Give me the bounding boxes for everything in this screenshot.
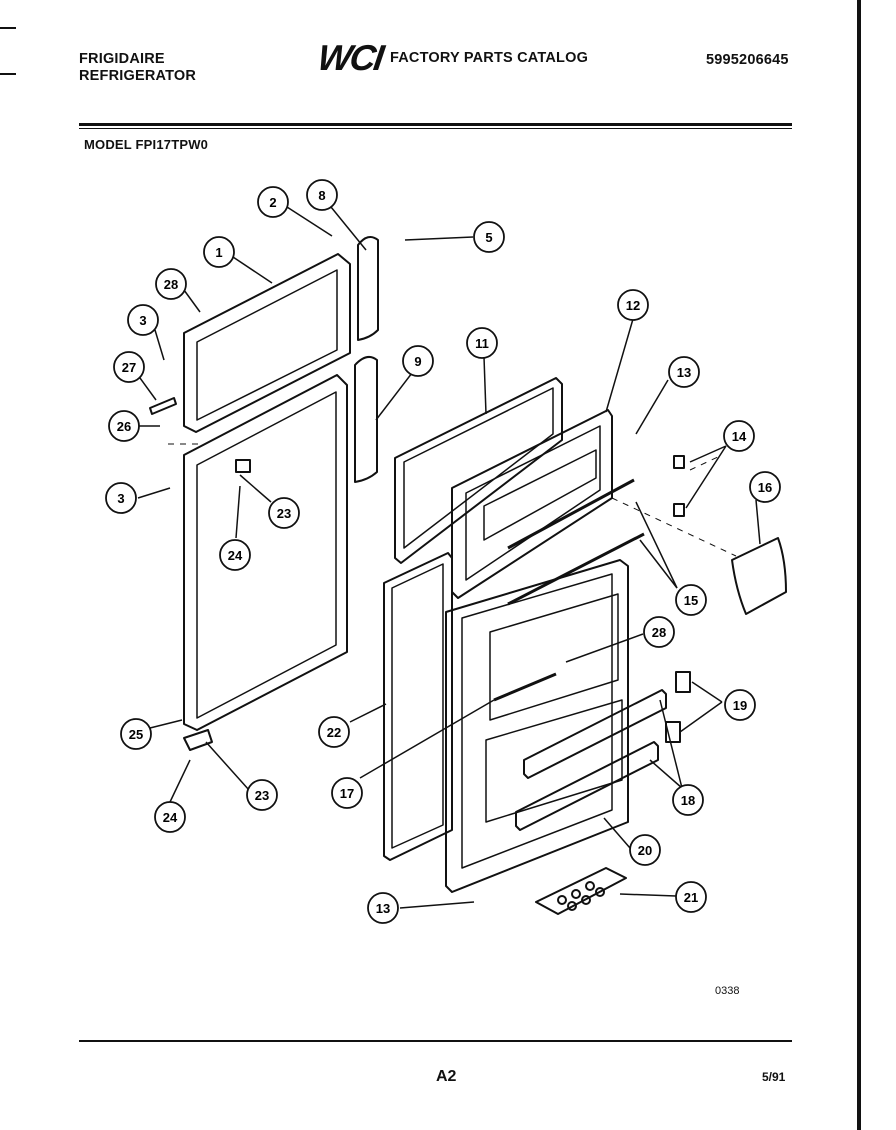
callout-23: 23 [268, 497, 300, 529]
fresh-food-door [183, 374, 348, 731]
svg-text:28: 28 [164, 277, 178, 292]
svg-text:11: 11 [475, 336, 489, 351]
product-type: REFRIGERATOR [79, 68, 197, 84]
freezer-door [183, 253, 351, 433]
svg-text:13: 13 [677, 365, 691, 380]
callout-14: 14 [723, 420, 755, 452]
callout-19: 19 [724, 689, 756, 721]
svg-text:22: 22 [327, 725, 341, 740]
callout-22: 22 [318, 716, 350, 748]
scan-tick [0, 27, 16, 29]
catalog-heading: WCI FACTORY PARTS CATALOG [315, 37, 589, 78]
fresh-food-door-liner [445, 532, 645, 893]
callout-26: 26 [108, 410, 140, 442]
svg-text:19: 19 [733, 698, 747, 713]
svg-text:12: 12 [626, 298, 640, 313]
freezer-gasket [394, 377, 563, 564]
callout-9: 9 [402, 345, 434, 377]
fresh-food-gasket [383, 552, 453, 861]
svg-text:20: 20 [638, 843, 652, 858]
svg-text:3: 3 [117, 491, 124, 506]
svg-text:23: 23 [277, 506, 291, 521]
brand-block: FRIGIDAIRE REFRIGERATOR [79, 51, 196, 85]
dairy-door-cover [731, 537, 787, 615]
bracket-upper [673, 455, 685, 469]
callout-27: 27 [113, 351, 145, 383]
callout-8: 8 [306, 179, 338, 211]
svg-text:27: 27 [122, 360, 136, 375]
door-shelf-rail-lower [515, 741, 659, 831]
lower-hinge [183, 729, 213, 751]
page-number: A2 [436, 1068, 457, 1085]
svg-text:3: 3 [139, 313, 146, 328]
callout-2: 2 [257, 186, 289, 218]
scan-tick [0, 73, 16, 75]
hinge-cover [149, 397, 177, 415]
upper-hinge [235, 459, 251, 473]
callout-16: 16 [749, 471, 781, 503]
scan-edge [857, 0, 861, 1130]
callout-3: 3 [127, 304, 159, 336]
part-number: 5995206645 [706, 52, 789, 68]
svg-text:5: 5 [485, 230, 492, 245]
svg-text:1: 1 [215, 245, 222, 260]
svg-text:15: 15 [684, 593, 698, 608]
callout-17: 17 [331, 777, 363, 809]
callout-13-lower: 13 [367, 892, 399, 924]
svg-text:26: 26 [117, 419, 131, 434]
callout-20: 20 [629, 834, 661, 866]
svg-text:24: 24 [228, 548, 243, 563]
svg-text:21: 21 [684, 890, 698, 905]
bracket-lower [673, 503, 685, 517]
callout-18: 18 [672, 784, 704, 816]
handle-lower [354, 355, 378, 483]
svg-text:25: 25 [129, 727, 143, 742]
publish-date: 5/91 [762, 1070, 786, 1084]
svg-text:9: 9 [414, 354, 421, 369]
drawing-code: 0338 [715, 985, 740, 997]
shelf-clip-upper [675, 671, 691, 693]
callout-25: 25 [120, 718, 152, 750]
svg-text:17: 17 [340, 786, 354, 801]
svg-text:8: 8 [318, 188, 325, 203]
egg-tray [535, 867, 627, 915]
callout-5: 5 [473, 221, 505, 253]
header-rule [79, 123, 792, 126]
svg-text:14: 14 [732, 429, 747, 444]
svg-text:24: 24 [163, 810, 178, 825]
callout-24: 24 [219, 539, 251, 571]
callout-1: 1 [203, 236, 235, 268]
callout-11: 11 [466, 327, 498, 359]
callout-3-lower: 3 [105, 482, 137, 514]
callout-15: 15 [675, 584, 707, 616]
callout-28: 28 [155, 268, 187, 300]
header-rule-thin [79, 128, 792, 129]
svg-text:28: 28 [652, 625, 666, 640]
brand-name: FRIGIDAIRE [79, 51, 165, 67]
handle-upper [357, 235, 379, 341]
callout-list: 1 2 3 3 5 8 9 11 12 13 13 14 15 16 17 18… [105, 179, 781, 924]
svg-text:18: 18 [681, 793, 695, 808]
callout-12: 12 [617, 289, 649, 321]
svg-text:13: 13 [376, 901, 390, 916]
footer-rule [79, 1040, 792, 1042]
callout-13: 13 [668, 356, 700, 388]
callout-24-lower: 24 [154, 801, 186, 833]
callout-21: 21 [675, 881, 707, 913]
svg-text:16: 16 [758, 480, 772, 495]
callout-23-lower: 23 [246, 779, 278, 811]
catalog-title: FACTORY PARTS CATALOG [389, 49, 589, 66]
model-number: MODEL FPI17TPW0 [84, 137, 209, 152]
door-shelf-rail-upper [523, 689, 667, 779]
callout-28-right: 28 [643, 616, 675, 648]
svg-text:2: 2 [269, 195, 276, 210]
svg-text:23: 23 [255, 788, 269, 803]
